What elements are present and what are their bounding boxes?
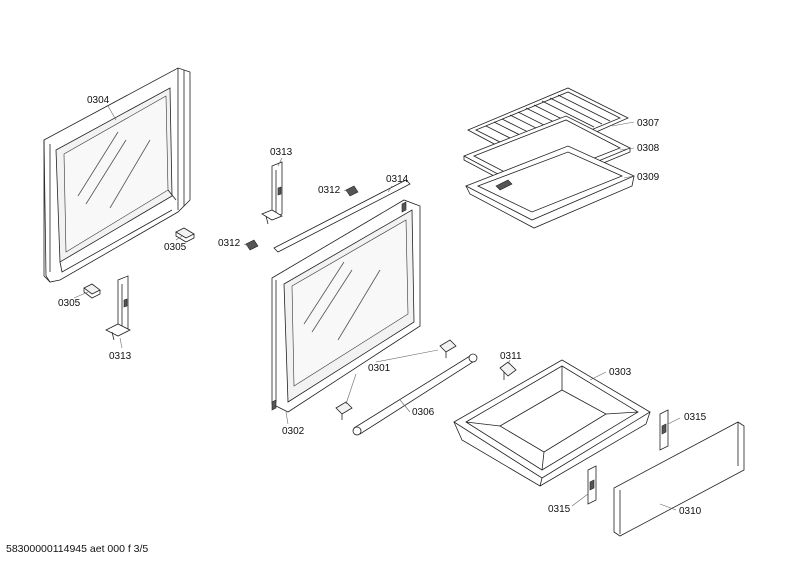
drawer-bracket-0315b [587, 465, 597, 505]
document-reference: 58300000114945 aet 000 f 3/5 [6, 543, 149, 555]
part-labels: 0304 0313 0312 0314 0312 0305 0305 0313 … [58, 95, 707, 517]
outer-door-glass-0302 [271, 199, 421, 413]
inner-door-frame-0304 [43, 67, 191, 283]
label-0301: 0301 [368, 363, 391, 374]
label-0306: 0306 [412, 407, 435, 418]
label-0305b: 0305 [58, 298, 81, 309]
storage-drawer-0303 [453, 359, 651, 487]
bracket-0311 [499, 361, 517, 380]
label-0305a: 0305 [164, 242, 187, 253]
label-0315b: 0315 [548, 504, 571, 515]
drawer-front-0310 [613, 421, 745, 537]
hinge-0313b [105, 275, 131, 341]
label-0313a: 0313 [270, 147, 293, 158]
hinge-bracket-0305b [83, 283, 101, 299]
label-0303: 0303 [609, 367, 632, 378]
drawer-bracket-0315a [659, 409, 669, 451]
handle-holder-0301a [439, 339, 457, 358]
hinge-bracket-0305a [175, 227, 195, 243]
label-0308: 0308 [637, 143, 660, 154]
label-0311: 0311 [500, 351, 522, 362]
label-0315a: 0315 [684, 412, 707, 423]
clip-0312b [245, 239, 259, 251]
label-0314: 0314 [386, 174, 409, 185]
clip-0312a [345, 185, 359, 197]
label-0307: 0307 [637, 118, 660, 129]
label-0312b: 0312 [218, 238, 241, 249]
handle-0306 [352, 353, 478, 436]
label-0309: 0309 [637, 172, 660, 183]
label-0310: 0310 [679, 506, 702, 517]
hinge-0313a [261, 161, 283, 225]
leader-lines [73, 105, 681, 511]
label-0312a: 0312 [318, 185, 341, 196]
label-0302: 0302 [282, 426, 305, 437]
label-0304: 0304 [87, 95, 110, 106]
handle-holder-0301b [335, 401, 353, 420]
seal-strip-0314 [273, 179, 411, 253]
deep-tray-0309 [465, 145, 635, 229]
label-0313b: 0313 [109, 351, 132, 362]
